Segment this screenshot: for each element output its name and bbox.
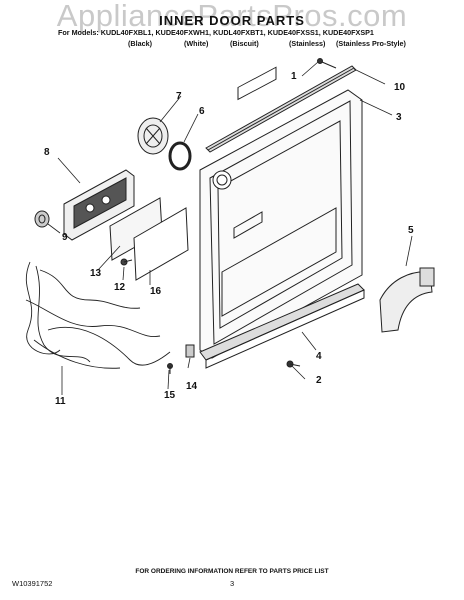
page-title: INNER DOOR PARTS	[159, 13, 305, 28]
callout-15: 15	[164, 390, 176, 401]
callout-10: 10	[394, 82, 406, 93]
finish-white: (White)	[184, 39, 209, 48]
callout-2: 2	[316, 375, 322, 386]
callout-3: 3	[396, 112, 402, 123]
callout-7: 7	[176, 91, 182, 102]
wire-harness	[25, 261, 171, 369]
ordering-note: FOR ORDERING INFORMATION REFER TO PARTS …	[135, 568, 329, 575]
detergent-cup-cover	[137, 117, 169, 155]
clip-screw	[167, 363, 173, 374]
callout-5: 5	[408, 225, 414, 236]
callout-14: 14	[186, 381, 198, 392]
callout-4: 4	[316, 351, 322, 362]
control-knob	[34, 210, 50, 228]
vent-assembly	[379, 267, 435, 333]
bottom-vent-strip	[199, 283, 365, 369]
callout-9: 9	[62, 232, 68, 243]
page-number: 3	[230, 579, 235, 588]
board-screw	[120, 258, 133, 266]
control-panel	[63, 169, 135, 241]
document-number: W10391752	[12, 579, 53, 588]
inner-door-panel	[199, 66, 363, 359]
cup-gasket-ring	[168, 141, 192, 171]
finish-black: (Black)	[128, 39, 152, 48]
callout-6: 6	[199, 106, 205, 117]
callout-8: 8	[44, 147, 50, 158]
finish-biscuit: (Biscuit)	[230, 39, 259, 48]
model-list: For Models: KUDL40FXBL1, KUDE40FXWH1, KU…	[58, 28, 374, 37]
top-screw	[317, 58, 337, 69]
finish-stainless: (Stainless)	[289, 39, 326, 48]
watermark-text: AppliancePartsPros.com	[56, 0, 408, 33]
callout-16: 16	[150, 286, 162, 297]
bottom-screw	[286, 360, 301, 368]
board-cover	[133, 207, 189, 281]
callout-13: 13	[90, 268, 102, 279]
door-clip	[185, 344, 195, 358]
callout-11: 11	[55, 396, 66, 407]
callout-1: 1	[291, 71, 297, 82]
callout-12: 12	[114, 282, 126, 293]
finish-stainless-pro: (Stainless Pro-Style)	[336, 39, 406, 48]
